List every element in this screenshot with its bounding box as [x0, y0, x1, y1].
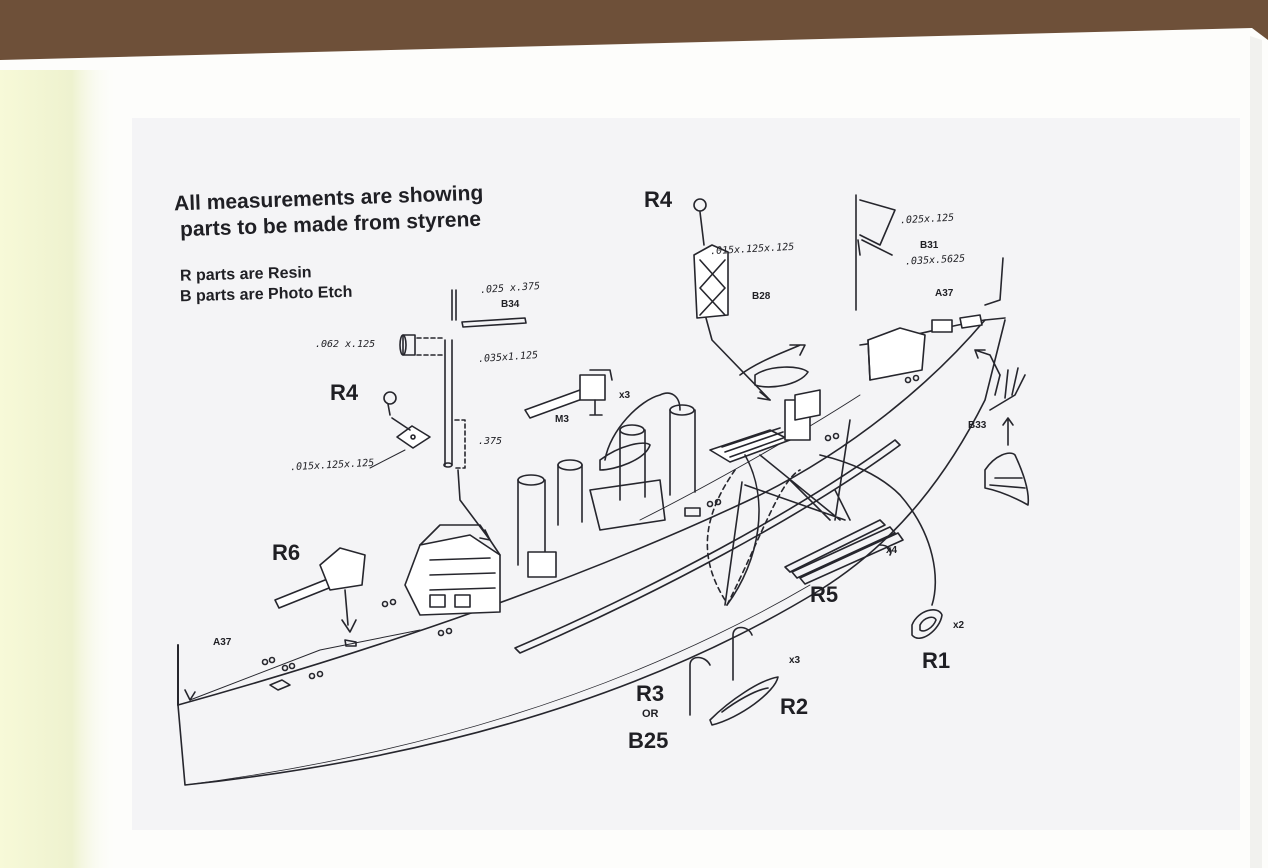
part-b28: B28	[752, 291, 771, 302]
torpedoes-r5	[744, 419, 904, 585]
printed-area	[132, 118, 1240, 830]
part-b33: B33	[968, 420, 987, 431]
part-r4-left: R4	[330, 380, 359, 405]
or-label: OR	[642, 708, 659, 720]
qty-r1: x2	[953, 620, 965, 631]
dim-062x125: .062 x.125	[315, 339, 376, 350]
whaleboat-r2	[689, 454, 801, 726]
deck-boats	[599, 344, 809, 471]
part-r3: R3	[636, 681, 665, 706]
carley-float-r1	[819, 454, 943, 639]
flagmast-b31	[855, 194, 896, 311]
qty-r2: x3	[789, 655, 801, 666]
part-b25: B25	[628, 728, 669, 753]
deck-fittings	[261, 374, 920, 691]
staff-a37-bow	[931, 257, 1004, 333]
dim-375: .375	[478, 436, 503, 447]
part-r2: R2	[780, 694, 809, 719]
lattice-tower-r4	[693, 198, 771, 401]
gun-r6	[274, 547, 366, 647]
part-a37-stern: A37	[213, 637, 232, 648]
qty-m3: x3	[619, 390, 631, 401]
part-b34: B34	[501, 299, 520, 310]
part-r5: R5	[810, 582, 839, 607]
part-a37-bow: A37	[935, 288, 954, 299]
part-r6: R6	[272, 540, 301, 565]
searchlight-r4-left	[369, 391, 431, 469]
part-r4-top: R4	[644, 187, 673, 212]
bow-rail-b33	[974, 349, 1030, 506]
part-b31: B31	[920, 240, 939, 251]
deck-gratings	[709, 389, 821, 463]
part-m3: M3	[555, 414, 569, 425]
funnels	[517, 404, 696, 578]
part-r1: R1	[922, 648, 951, 673]
mast-parts	[399, 289, 527, 541]
gun-m3	[524, 369, 613, 419]
qty-r5: x4	[886, 545, 898, 556]
